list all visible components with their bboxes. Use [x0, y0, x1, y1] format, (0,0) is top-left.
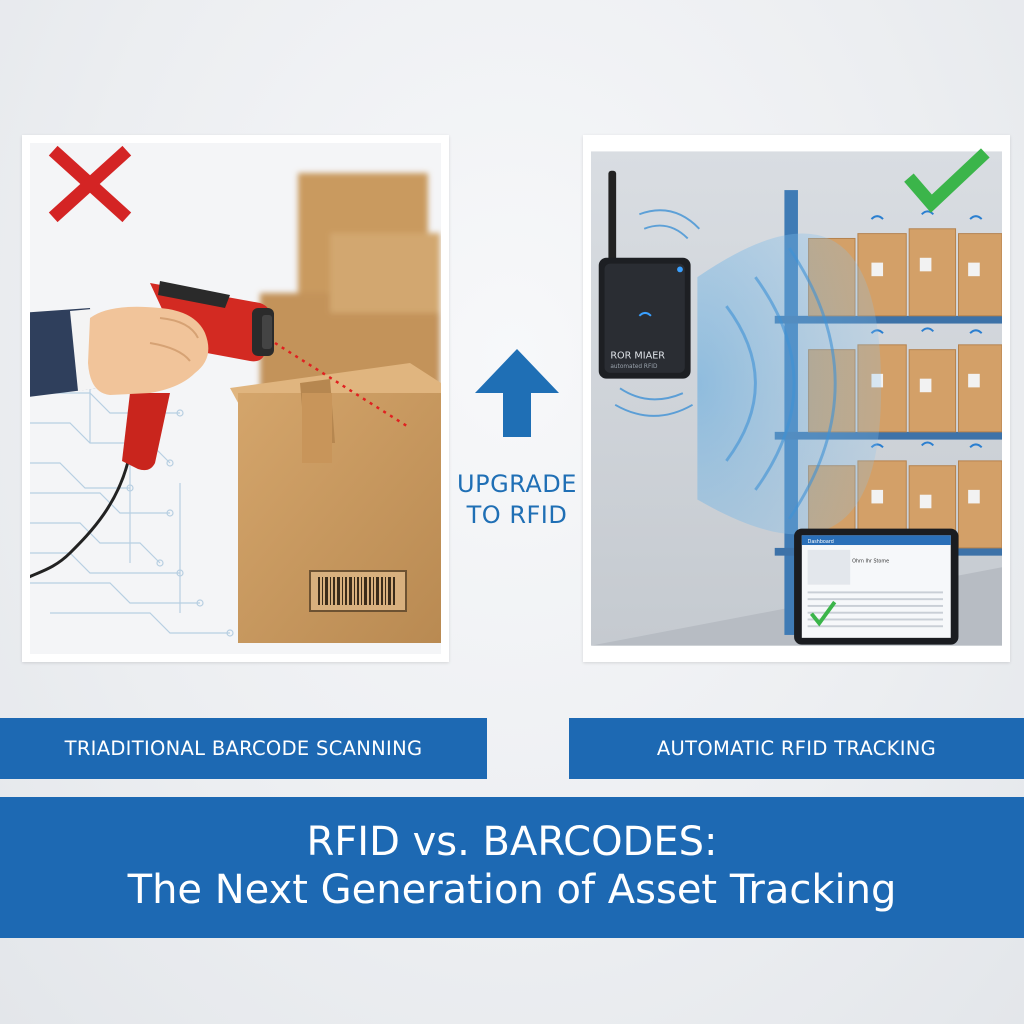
rfid-reader: ROR MIAER automated RFID — [598, 170, 701, 417]
scanner-cable — [30, 452, 132, 579]
scan-laser — [274, 341, 411, 430]
tablet-dashboard: Dashboard Ohrn Ihr Stome — [794, 528, 959, 645]
title-line-2: The Next Generation of Asset Tracking — [127, 867, 897, 913]
check-icon — [904, 148, 990, 213]
rfid-panel: ROR MIAER automated RFID Dashboard Ohrn … — [583, 135, 1010, 662]
tablet-check-icon — [809, 600, 837, 627]
reader-sublabel: automated RFID — [610, 364, 658, 370]
upgrade-callout: UPGRADE TO RFID — [452, 345, 582, 545]
upgrade-label-line2: TO RFID — [466, 501, 568, 529]
title-line-1: RFID vs. BARCODES: — [306, 819, 718, 865]
tablet-header: Dashboard — [808, 539, 834, 545]
upgrade-label-line1: UPGRADE — [457, 470, 577, 498]
arrow-up-icon — [475, 349, 559, 437]
reader-label: ROR MIAER — [610, 350, 665, 361]
rfid-illustration: ROR MIAER automated RFID Dashboard Ohrn … — [591, 148, 1002, 646]
label-rfid: AUTOMATIC RFID TRACKING — [569, 718, 1024, 779]
cross-icon — [48, 145, 132, 223]
label-traditional: TRIADITIONAL BARCODE SCANNING — [0, 718, 487, 779]
label-traditional-text: TRIADITIONAL BARCODE SCANNING — [64, 737, 423, 760]
rfid-signal-beam — [697, 233, 882, 535]
title-banner: RFID vs. BARCODES: The Next Generation o… — [0, 797, 1024, 938]
tablet-panel-title: Ohrn Ihr Stome — [852, 558, 889, 564]
hand-with-scanner — [30, 281, 274, 471]
label-rfid-text: AUTOMATIC RFID TRACKING — [656, 737, 937, 760]
barcode-panel — [22, 135, 449, 662]
barcode-illustration — [30, 143, 441, 654]
barcode-label — [309, 570, 407, 612]
